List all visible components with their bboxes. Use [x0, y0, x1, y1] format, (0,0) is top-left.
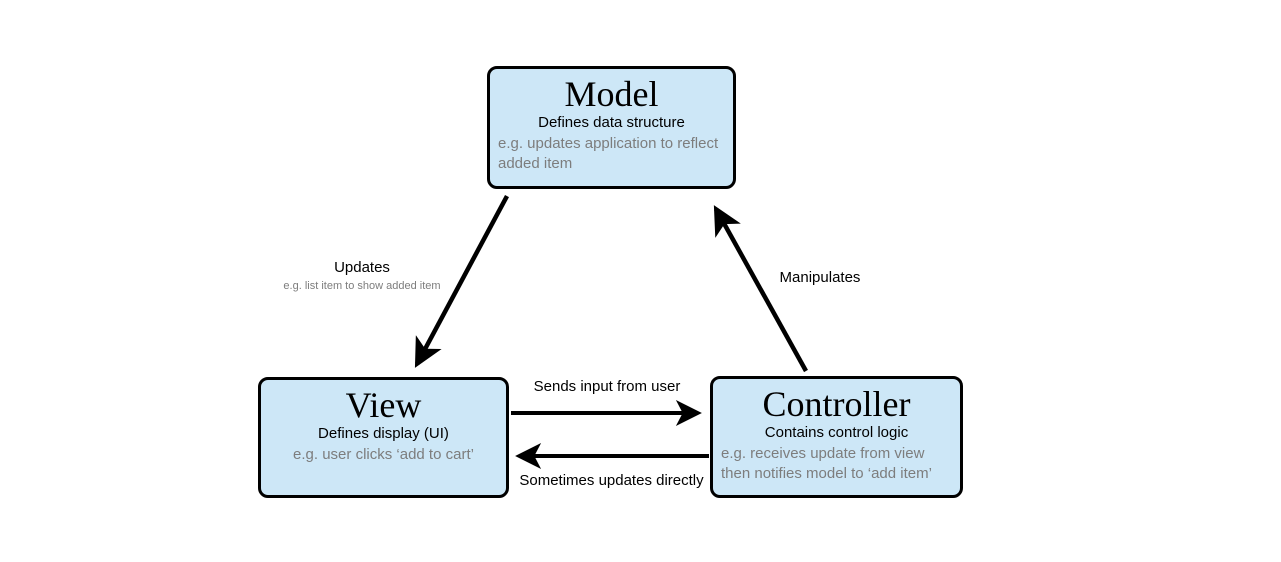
edge-label-sends-input: Sends input from user	[533, 378, 681, 395]
node-model-title: Model	[564, 74, 659, 114]
node-controller-description: e.g. receives update from view then noti…	[721, 445, 932, 482]
node-model-subtitle: Defines data structure	[538, 114, 685, 132]
node-controller: Controller Contains control logic e.g. r…	[710, 376, 963, 498]
node-view: View Defines display (UI) e.g. user clic…	[258, 377, 509, 498]
node-controller-title: Controller	[762, 384, 911, 424]
node-view-title: View	[345, 385, 422, 425]
node-view-description: e.g. user clicks ‘add to cart’	[293, 446, 474, 464]
node-model: Model Defines data structure e.g. update…	[487, 66, 736, 189]
edge-label-manipulates: Manipulates	[779, 269, 861, 286]
edge-label-updates: Updates e.g. list item to show added ite…	[257, 259, 467, 293]
node-model-description: e.g. updates application to reflect adde…	[498, 135, 719, 172]
edge-label-updates-directly: Sometimes updates directly	[519, 472, 704, 489]
edge-label-updates-subtext: e.g. list item to show added item	[283, 280, 441, 292]
arrow-controller-to-model	[713, 205, 808, 373]
node-view-subtitle: Defines display (UI)	[318, 425, 449, 443]
arrow-model-to-view	[414, 194, 509, 368]
edge-label-updates-text: Updates	[334, 259, 390, 276]
node-controller-subtitle: Contains control logic	[764, 424, 909, 442]
